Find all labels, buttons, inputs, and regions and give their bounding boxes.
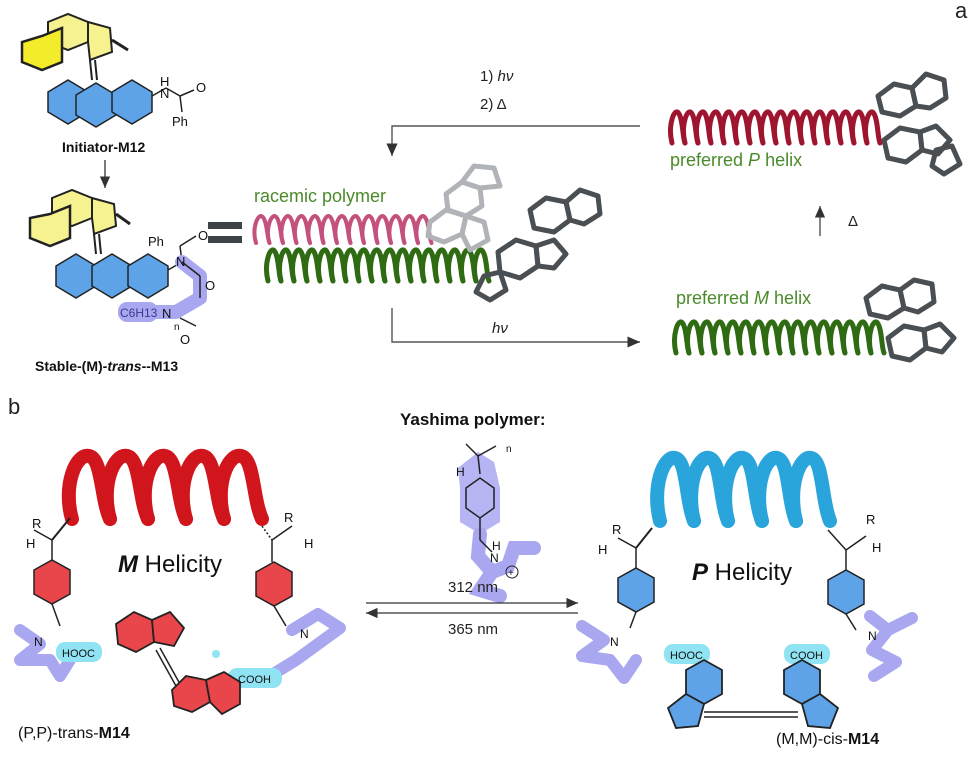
top-cycle-arrow: [386, 125, 640, 156]
yashima-n-sub: n: [506, 444, 512, 455]
racemic-dark-molecules: [473, 187, 603, 303]
left-r2-label: R: [284, 510, 293, 525]
m-helix-molecule: [863, 277, 957, 363]
yashima-h2-label: H: [492, 539, 501, 553]
m-helicity-red-helix: [61, 448, 269, 526]
racemic-green-helix: [264, 247, 492, 284]
m13-ph-label: Ph: [148, 234, 164, 249]
m13-n3-label: N: [162, 306, 171, 321]
hooc-left-label: HOOC: [62, 648, 95, 660]
preferred-p-helix: [668, 109, 883, 146]
step2-label: 2) Δ: [480, 96, 507, 113]
left-nh-label: N: [34, 635, 43, 649]
racemic-pink-helix: [252, 213, 434, 245]
panel-b-letter: b: [8, 394, 20, 419]
initiator-m12-structure: [20, 12, 195, 128]
p-helicity-blue-helix: [650, 450, 837, 528]
preferred-m-helix: [672, 319, 887, 356]
right-nh-label: N: [610, 635, 619, 649]
helix-turn: [867, 319, 887, 356]
left-trans-m14-structure: [14, 517, 346, 716]
right-r2-label: R: [866, 512, 875, 527]
m13-o3-label: O: [180, 332, 190, 347]
step1-label: 1) hν: [480, 68, 514, 85]
racemic-polymer-label: racemic polymer: [254, 186, 386, 206]
m13-n-sub: n: [174, 322, 180, 333]
cooh-left-label: COOH: [238, 674, 271, 686]
panel-a-letter: a: [955, 0, 968, 23]
right-r-label: R: [612, 522, 621, 537]
stable-m13-structure: [28, 188, 207, 327]
equals-bar-bottom: [208, 236, 242, 243]
left-r-label: R: [32, 516, 41, 531]
yashima-nh-label: N: [490, 551, 499, 565]
yashima-plus: +: [508, 568, 514, 579]
helix-turn: [863, 109, 883, 146]
yashima-structure: [458, 443, 541, 603]
initiator-n-label: N: [160, 86, 169, 101]
left-h2-label: H: [304, 536, 313, 551]
m13-o-label: O: [198, 228, 208, 243]
right-cis-m14-structure: [576, 527, 918, 729]
left-nh2-label: N: [300, 627, 309, 641]
hooc-right-label: HOOC: [670, 650, 703, 662]
yashima-h-label: H: [456, 465, 465, 479]
m13-c6h13-label: C6H13: [120, 306, 158, 320]
initiator-o-label: O: [196, 80, 206, 95]
left-h-label: H: [26, 536, 35, 551]
preferred-m-label: preferred M helix: [676, 288, 811, 308]
cooh-right-label: COOH: [790, 650, 823, 662]
wavelength-365: 365 nm: [448, 621, 498, 638]
m13-o2-label: O: [205, 278, 215, 293]
m-helicity-label: M Helicity: [118, 551, 222, 578]
right-h2-label: H: [872, 540, 881, 555]
bottom-hv-label: hν: [492, 320, 508, 337]
right-nh2-label: N: [868, 629, 877, 643]
helix-turn: [786, 450, 837, 528]
racemic-grey-molecules: [425, 163, 503, 253]
p-helicity-label: P Helicity: [692, 559, 792, 586]
delta-label: Δ: [848, 213, 858, 230]
m13-n-label: N: [176, 254, 185, 269]
wavelength-312: 312 nm: [448, 579, 498, 596]
yashima-title: Yashima polymer:: [400, 410, 546, 429]
left-m14-label: (P,P)-trans-M14: [18, 725, 130, 742]
helix-turn: [213, 448, 269, 526]
right-h-label: H: [598, 542, 607, 557]
equals-bar-top: [208, 222, 242, 229]
bottom-cycle-arrow: [391, 308, 640, 348]
initiator-ph-label: Ph: [172, 114, 188, 129]
initiator-nh-label: H: [160, 74, 169, 89]
initiator-label: Initiator-M12: [62, 139, 145, 155]
stable-m13-label: Stable-(M)-trans--M13: [35, 358, 178, 374]
preferred-p-label: preferred P helix: [670, 150, 802, 170]
p-helix-molecule: [875, 71, 963, 177]
right-m14-label: (M,M)-cis-M14: [776, 731, 879, 748]
